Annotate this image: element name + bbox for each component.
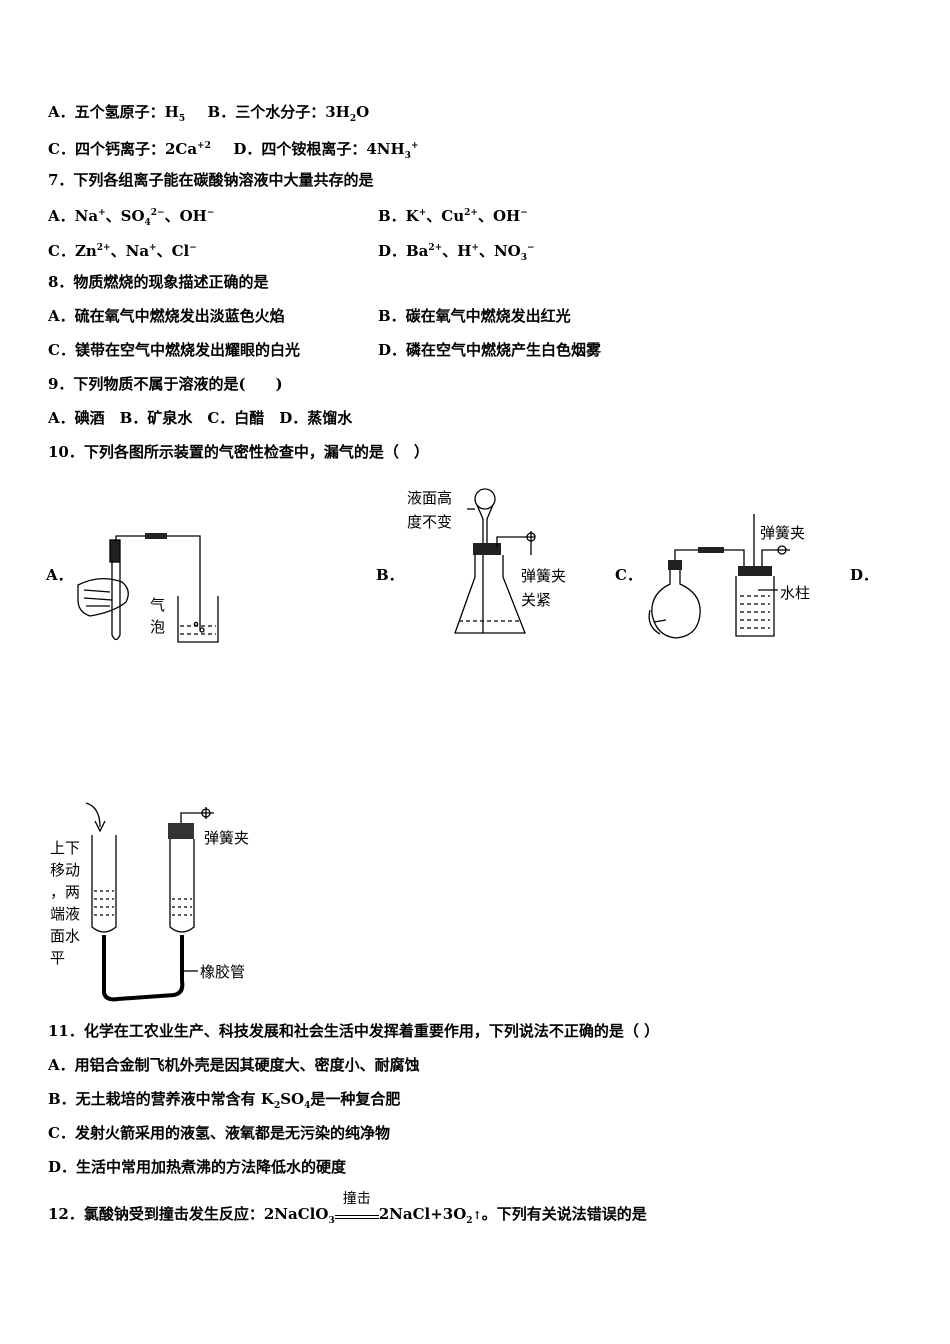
q9-options: A．碘酒 B．矿泉水 C．白醋 D．蒸馏水	[48, 409, 353, 427]
q11-option-d: D．生活中常用加热煮沸的方法降低水的硬度	[48, 1158, 347, 1176]
figB-level-label-2: 度不变	[407, 513, 452, 531]
figA-bubble-label-2: 泡	[150, 618, 165, 636]
figD-move-label-3: ，两	[50, 883, 80, 901]
q8-option-d: D．磷在空气中燃烧产生白色烟雾	[378, 341, 602, 359]
q10-figure-c: 弹簧夹 水柱	[648, 514, 810, 639]
q8-option-b: B．碳在氧气中燃烧发出红光	[378, 307, 571, 325]
q10-label-c: C．	[615, 566, 642, 584]
q6-option-c: C．四个钙离子：2Ca+2	[48, 140, 211, 158]
figC-column-label: 水柱	[780, 584, 810, 602]
figB-level-label-1: 液面高	[407, 489, 452, 507]
q8-option-a: A．硫在氧气中燃烧发出淡蓝色火焰	[48, 307, 285, 325]
figD-tube-label: 橡胶管	[200, 963, 245, 981]
figA-bubble-label-1: 气	[150, 596, 165, 614]
q7-option-d: D．Ba2+、H+、NO3−	[378, 242, 535, 263]
figD-move-label-6: 平	[50, 949, 65, 967]
q6-option-d: D．四个铵根离子：4NH3+	[233, 140, 419, 161]
q9-stem: 9．下列物质不属于溶液的是( )	[48, 375, 283, 393]
q10-label-b: B．	[376, 566, 404, 584]
q10-label-a: A．	[46, 566, 73, 584]
q10-label-d: D．	[850, 566, 879, 584]
q7-option-b: B．K+、Cu2+、OH−	[378, 207, 528, 225]
figD-move-label-4: 端液	[50, 905, 80, 923]
q7-option-a: A．Na+、SO42−、OH−	[48, 207, 215, 228]
q7-stem: 7．下列各组离子能在碳酸钠溶液中大量共存的是	[48, 171, 374, 189]
q8-option-c: C．镁带在空气中燃烧发出耀眼的白光	[48, 341, 300, 359]
figB-clip-label-1: 弹簧夹	[521, 567, 566, 585]
q6-option-row-2: C．四个钙离子：2Ca+2 D．四个铵根离子：4NH3+	[48, 136, 418, 166]
figD-move-label-2: 移动	[50, 861, 80, 879]
q8-stem: 8．物质燃烧的现象描述正确的是	[48, 273, 269, 291]
q7-option-c: C．Zn2+、Na+、Cl−	[48, 242, 197, 260]
q12-condition: 撞击	[334, 1191, 379, 1219]
figC-clip-label: 弹簧夹	[760, 524, 805, 542]
q10-figure-a: 气 泡	[77, 533, 219, 643]
figD-move-label-5: 面水	[50, 927, 80, 945]
figD-clip-label: 弹簧夹	[204, 829, 249, 847]
q6-option-row-1: A．五个氢原子：H5 B．三个水分子：3H2O	[48, 102, 369, 129]
q6-option-b: B．三个水分子：3H2O	[207, 103, 370, 124]
q10-figure-b: 液面高 度不变 弹簧夹 关紧	[407, 488, 566, 634]
q6-option-a: A．五个氢原子：H5	[48, 103, 186, 124]
q11-option-c: C．发射火箭采用的液氢、液氧都是无污染的纯净物	[48, 1124, 390, 1142]
q10-stem: 10．下列各图所示装置的气密性检查中，漏气的是（ ）	[48, 443, 429, 461]
figB-clip-label-2: 关紧	[521, 591, 551, 609]
q11-option-b: B．无土栽培的营养液中常含有 K2SO4是一种复合肥	[48, 1090, 401, 1111]
q11-stem: 11．化学在工农业生产、科技发展和社会生活中发挥着重要作用，下列说法不正确的是（…	[48, 1022, 660, 1040]
q10-figure-d: 上下 移动 ，两 端液 面水 平 弹簧夹 橡胶管	[50, 802, 249, 1002]
figD-move-label-1: 上下	[50, 839, 80, 857]
q11-option-a: A．用铝合金制飞机外壳是因其硬度大、密度小、耐腐蚀	[48, 1056, 420, 1074]
